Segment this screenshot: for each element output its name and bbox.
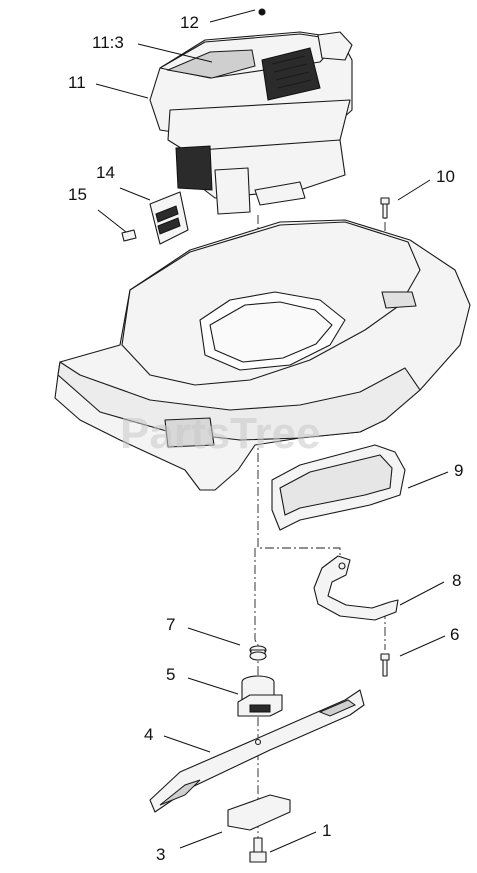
callout-15: 15: [68, 185, 87, 204]
cooling-fins: [261, 47, 321, 101]
engine-cover-plate: [166, 49, 256, 79]
callout-7: 7: [166, 615, 175, 634]
mower-deck[interactable]: [54, 219, 471, 491]
callout-8: 8: [452, 571, 461, 590]
blade[interactable]: [149, 689, 365, 813]
callout-12: 12: [180, 13, 199, 32]
shield-bolt[interactable]: [121, 229, 137, 242]
callout-5: 5: [166, 665, 175, 684]
callout-11: 11: [68, 73, 86, 92]
callout-10: 10: [436, 167, 455, 186]
callout-6: 6: [450, 625, 459, 644]
callout-14: 14: [96, 163, 115, 182]
blade-adapter[interactable]: [237, 675, 283, 717]
discharge-guard[interactable]: [271, 444, 406, 531]
heat-shield[interactable]: [149, 191, 189, 245]
bracket-bolt[interactable]: [380, 653, 390, 677]
callout-9: 9: [454, 461, 463, 480]
engine[interactable]: [149, 8, 353, 215]
leader-lines: [95, 9, 449, 853]
callout-3: 3: [156, 845, 165, 864]
callout-4: 4: [144, 725, 153, 744]
ignition-module: [214, 167, 251, 215]
blade-brake-bracket[interactable]: [313, 555, 399, 621]
callout-1: 1: [322, 821, 331, 840]
watermark-text: PartsTree: [120, 409, 321, 458]
blade-bolt[interactable]: [249, 837, 267, 863]
blade-washer[interactable]: [249, 645, 267, 661]
callout-labels: 12 11:3 11 14 15 10 9 8 6 7 5 4 3 1: [68, 13, 463, 864]
engine-mount-bolt[interactable]: [380, 197, 390, 219]
blade-stiffener[interactable]: [227, 794, 291, 831]
filler-cap: [317, 31, 353, 61]
callout-11-3: 11:3: [92, 33, 124, 52]
dipstick-mark: [258, 8, 266, 16]
engine-fins-side: [175, 145, 213, 191]
